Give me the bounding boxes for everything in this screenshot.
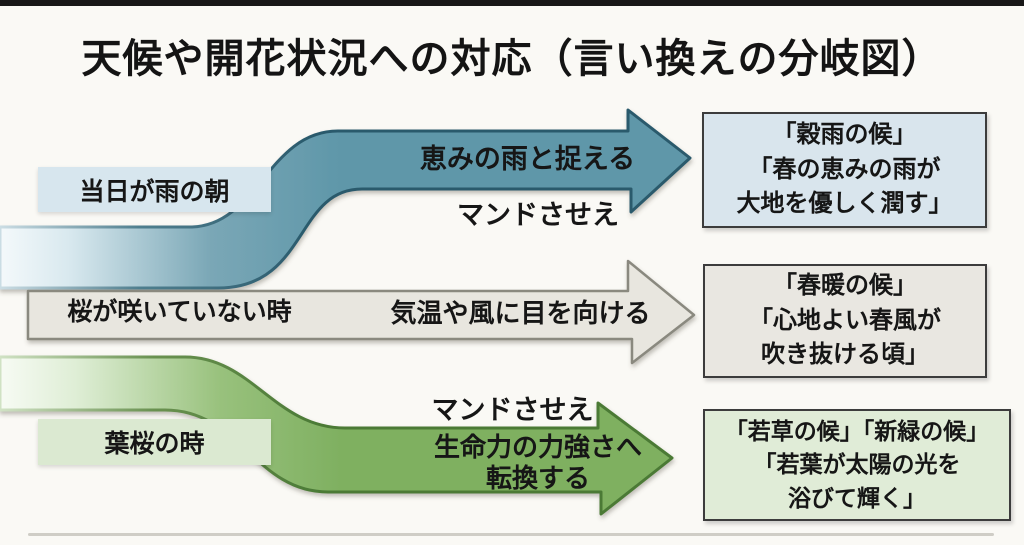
condition-label: 当日が雨の朝: [79, 178, 230, 206]
result-line: 吹き抜ける頃」: [761, 342, 929, 369]
result-box-rain: 「穀雨の候」 「春の恵みの雨が 大地を優しく潤す」: [702, 112, 987, 228]
action-line: 転換する: [485, 463, 590, 493]
condition-no-blossoms: 桜が咲いていない時: [67, 299, 292, 326]
action-blessing-rain: 恵みの雨と捉える: [419, 144, 636, 174]
bottom-border-line: [28, 533, 994, 536]
gray-straight-arrow: [26, 259, 696, 365]
result-line: 「穀雨の候」: [772, 121, 917, 148]
result-line: 「若葉が太陽の光を: [753, 452, 961, 478]
condition-leafy-cherry: 葉桜の時: [38, 419, 271, 465]
result-line: 「心地よい春風が: [749, 307, 941, 334]
page-title: 天候や開花状況への対応（言い換えの分岐図）: [81, 36, 943, 81]
result-line: 「春暖の候」: [773, 272, 917, 299]
action-vitality: 生命力の力強さへ 転換する: [418, 433, 658, 494]
result-line: 浴びて輝く」: [788, 485, 926, 511]
condition-rainy-morning: 当日が雨の朝: [38, 167, 271, 212]
result-box-fresh-green: 「若草の候」「新緑の候」 「若葉が太陽の光を 浴びて輝く」: [703, 409, 1011, 521]
action-temperature-wind: 気温や風に目を向ける: [390, 299, 651, 328]
note-text-bottom: マンドさせえ: [431, 395, 594, 425]
condition-label: 葉桜の時: [104, 431, 205, 458]
result-box-warm-spring: 「春暖の候」 「心地よい春風が 吹き抜ける頃」: [703, 264, 987, 378]
result-line: 「若草の候」「新緑の候」: [724, 418, 990, 444]
result-line: 「春の恵みの雨が: [748, 156, 941, 183]
note-text-top: マンドさせえ: [457, 200, 619, 230]
top-border-line: [0, 0, 1024, 6]
result-line: 大地を優しく潤す」: [736, 191, 953, 218]
action-line: 生命力の力強さへ: [433, 433, 642, 462]
